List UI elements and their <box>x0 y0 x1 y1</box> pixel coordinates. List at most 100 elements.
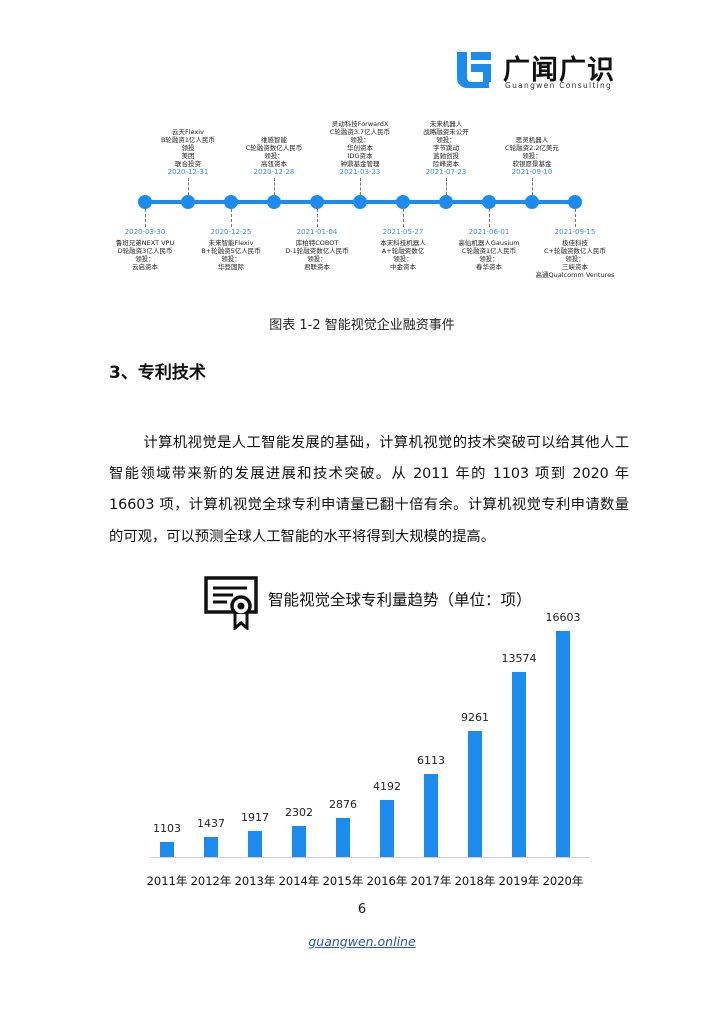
event-text: C轮融资1亿人民币 <box>461 247 517 255</box>
bar-value-label: 9261 <box>461 711 489 724</box>
chart-bar <box>160 842 174 857</box>
timeline-connector <box>187 178 189 195</box>
timeline-dot <box>396 195 410 209</box>
x-axis-label: 2019年 <box>498 874 540 888</box>
x-axis-label: 2015年 <box>322 874 364 888</box>
event-text: 维感智能 <box>261 136 287 144</box>
event-text: 极佳科技 <box>562 239 588 247</box>
timeline-dot <box>224 195 238 209</box>
event-text: 领投： <box>264 152 284 160</box>
event-text: 君联资本 <box>304 263 330 271</box>
event-text: 思灵机器人 <box>515 136 549 144</box>
chart-bar <box>512 672 526 857</box>
brand-name-cn: 广闻广识 <box>503 55 615 86</box>
event-text: 险峰资本 <box>433 160 459 168</box>
chart-bar <box>204 837 218 857</box>
timeline-dot <box>138 195 152 209</box>
event-text: 领投： <box>436 136 456 144</box>
event-text: 未来机器人 <box>429 120 463 128</box>
event-text: 战略融资未公开 <box>423 128 469 136</box>
bar-value-label: 1917 <box>241 811 269 824</box>
x-axis-label: 2014年 <box>278 874 320 888</box>
certificate-icon <box>204 576 258 630</box>
event-text: 春华资本 <box>476 263 502 271</box>
paragraph-text: 计算机视觉是人工智能发展的基础，计算机视觉的技术突破可以给其他人工智能领域带来新… <box>109 435 629 545</box>
event-text: C轮融资3.7亿人民币 <box>329 128 391 136</box>
event-date: 2020-12-28 <box>253 168 295 176</box>
x-axis-label: 2020年 <box>542 874 584 888</box>
chart-bar <box>556 631 570 857</box>
event-text: 高瓴资本 <box>261 160 287 168</box>
event-text: 三峡资本 <box>562 263 588 271</box>
event-date: 2020-12-25 <box>210 228 252 236</box>
bar-value-label: 2876 <box>329 798 357 811</box>
event-text: 领投： <box>565 255 585 263</box>
chart-bar <box>380 800 394 857</box>
event-text: 库柏特COBOT <box>295 239 339 247</box>
event-text: B轮融资1亿人民币 <box>160 136 216 144</box>
chart-bar <box>292 826 306 857</box>
event-text: 灵动科技ForwardX <box>331 120 389 128</box>
event-text: 本末科技机器人 <box>380 239 426 247</box>
event-date: 2021-09-10 <box>511 168 553 176</box>
timeline-dot <box>439 195 453 209</box>
timeline-connector <box>230 209 232 227</box>
chart-bar <box>248 831 262 857</box>
timeline-connector <box>488 209 490 227</box>
event-text: 领投： <box>350 136 370 144</box>
event-date: 2021-09-15 <box>554 228 596 236</box>
timeline-connector <box>445 178 447 195</box>
event-text: 华登国际 <box>218 263 244 271</box>
chart-bar <box>424 774 438 857</box>
event-text: C轮融资数亿人民币 <box>245 144 303 152</box>
event-text: 领投 <box>181 144 195 152</box>
website-link[interactable]: guangwen.online <box>308 934 416 949</box>
event-text: 中金资本 <box>390 263 416 271</box>
timeline-connector <box>531 178 533 195</box>
x-axis-label: 2011年 <box>146 874 188 888</box>
timeline-connector <box>316 209 318 227</box>
event-date: 2021-07-23 <box>425 168 467 176</box>
bar-value-label: 1437 <box>197 817 225 830</box>
timeline-connector <box>273 178 275 195</box>
bar-value-label: 16603 <box>545 611 581 624</box>
timeline-dot <box>267 195 281 209</box>
x-axis-label: 2013年 <box>234 874 276 888</box>
figure-caption: 图表 1-2 智能视觉企业融资事件 <box>269 318 455 333</box>
event-text: 蓝驰创投 <box>433 152 459 160</box>
event-text: 钟鼎基金管理 <box>340 160 380 168</box>
brand-logo: 广闻广识 Guangwen Consulting <box>455 48 625 94</box>
chart-bar <box>336 818 350 857</box>
event-text: 领投： <box>393 255 413 263</box>
timeline-connector <box>359 178 361 195</box>
event-text: 未来智能Flexiv <box>208 239 254 247</box>
event-text: A+轮融资数亿 <box>381 247 425 255</box>
event-text: 领投： <box>522 152 542 160</box>
timeline-dot <box>482 195 496 209</box>
event-date: 2021-05-27 <box>382 228 424 236</box>
bar-value-label: 1103 <box>153 822 181 835</box>
event-text: D-1轮融资数亿人民币 <box>285 247 349 255</box>
event-date: 2021-01-04 <box>296 228 338 236</box>
event-text: 领投： <box>307 255 327 263</box>
timeline-dot <box>525 195 539 209</box>
event-text: C轮融资2.2亿美元 <box>505 144 559 152</box>
section-heading: 3、专利技术 <box>109 363 206 383</box>
event-text: 云天Flexiv <box>172 128 204 136</box>
timeline-dot <box>181 195 195 209</box>
event-text: 高通Qualcomm Ventures <box>535 271 615 279</box>
bar-value-label: 2302 <box>285 806 313 819</box>
x-axis-label: 2017年 <box>410 874 452 888</box>
timeline-dot <box>353 195 367 209</box>
event-date: 2020-03-30 <box>124 228 166 236</box>
event-text: C+轮融资数亿人民币 <box>544 247 606 255</box>
event-text: B+轮融资5亿人民币 <box>201 247 261 255</box>
